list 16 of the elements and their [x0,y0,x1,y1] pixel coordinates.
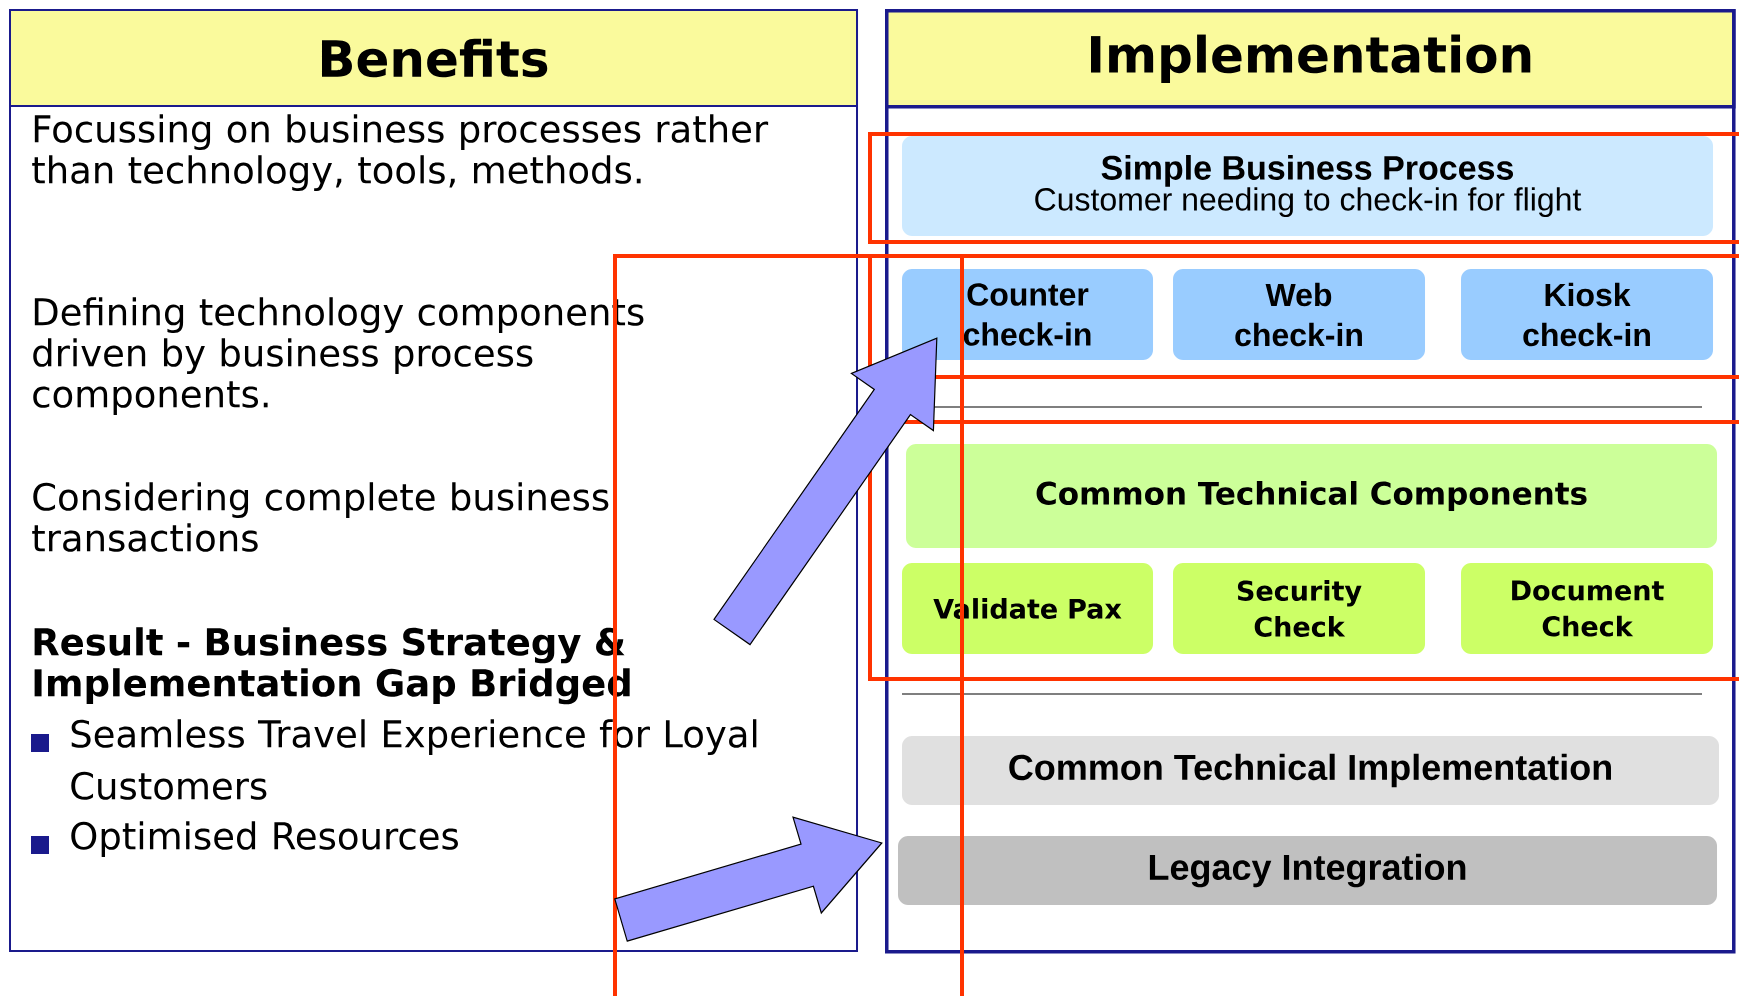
header-band: Implementation [885,9,1736,109]
channel-box: Counter check-in [902,269,1153,360]
component-box: Document Check [1461,563,1713,654]
layer-box: Common Technical Implementation [902,736,1719,805]
block-arrow [614,816,883,942]
channel-box: Web check-in [1173,269,1425,360]
block-arrow [713,337,938,646]
layer-box: Legacy Integration [898,836,1717,905]
component-header-box: Common Technical Components [906,444,1717,548]
paragraph: Focussing on business processes rather than technology, tools, methods. [32,114,769,191]
bullet-text: Optimised Resources [71,821,458,857]
component-box: Security Check [1173,563,1425,654]
paragraph: Considering complete business transactions [32,482,609,552]
process-box: Simple Business Process Customer needing to check-in for flight [902,136,1713,236]
channel-box: Kiosk check-in [1461,269,1713,360]
header-band: Benefits [9,9,858,107]
